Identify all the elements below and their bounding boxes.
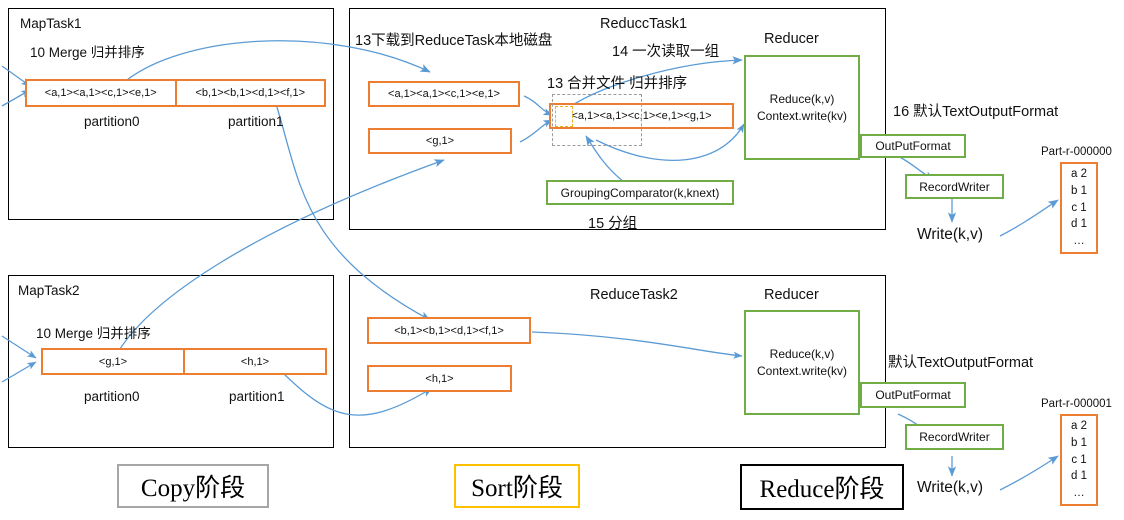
map-task-2-partition1-label: partition1 [229,389,285,404]
reduce-task-2-reducer-line2: Context.write(kv) [756,363,848,378]
reduce-task-2-part-file-box: a 2 b 1 c 1 d 1 … [1060,414,1098,506]
reduce-task-1-reducer-line1: Reduce(k,v) [769,92,835,107]
reduce-task-1-output-format-box: OutPutFormat [860,134,966,158]
map-task-2-partition1-value: <h,1> [240,355,270,368]
map-task-1-merge-label: 10 Merge 归并排序 [30,45,145,60]
reduce-task-1-part-file-box: a 2 b 1 c 1 d 1 … [1060,162,1098,254]
part-row: … [1073,487,1085,499]
reduce-task-1-reducer-line2: Context.write(kv) [756,108,848,123]
reduce-task-1-write-call: Write(k,v) [917,226,984,243]
part-row: d 1 [1071,470,1087,483]
reduce-task-2-title: ReduceTask2 [590,287,678,303]
map-task-1-partition1-label: partition1 [228,114,284,129]
part-row: d 1 [1071,218,1087,231]
reduce-task-1-title: ReduccTask1 [600,16,688,32]
part-row: a 2 [1071,420,1087,433]
reduce-task-2-output-format-box: OutPutFormat [860,382,966,408]
map-task-2-title: MapTask2 [18,283,80,298]
reduce-task-2-record-writer-box: RecordWriter [905,424,1004,450]
reduce-task-2-write-call: Write(k,v) [917,479,984,496]
reduce-task-1-input-1: <g,1> [368,128,512,154]
grouping-comparator-box: GroupingComparator(k,knext) [546,180,734,205]
stage-label-sort: Sort阶段 [454,464,580,508]
map-task-1-title: MapTask1 [20,16,82,31]
part-row: b 1 [1071,184,1087,197]
map-task-1-partition0-value: <a,1><a,1><c,1><e,1> [27,81,177,105]
reduce-task-1-read-group-label: 14 一次读取一组 [612,44,720,60]
part-row: a 2 [1071,168,1087,181]
part-row: b 1 [1071,436,1087,449]
reduce-task-1-record-writer-box: RecordWriter [905,174,1004,199]
stage-label-reduce: Reduce阶段 [740,464,904,510]
reduce-task-2-format-note: 默认TextOutputFormat [888,355,1034,371]
reduce-task-2-input-1: <h,1> [367,365,512,392]
reduce-task-2-reducer-box: Reduce(k,v) Context.write(kv) [744,310,860,415]
part-row: c 1 [1071,201,1087,214]
reduce-task-1-reducer-box: Reduce(k,v) Context.write(kv) [744,55,860,160]
reduce-task-2-container [349,275,886,448]
map-task-2-partition-row: <g,1> <h,1> [41,348,327,375]
reduce-task-1-download-label: 13下载到ReduceTask本地磁盘 [355,33,553,49]
reduce-task-2-reducer-line1: Reduce(k,v) [769,347,835,362]
reduce-task-1-merge-files-label: 13 合并文件 归并排序 [547,76,688,92]
map-task-1-partition0-label: partition0 [84,114,140,129]
map-task-1-partition-row: <a,1><a,1><c,1><e,1> <b,1><b,1><d,1><f,1… [25,79,326,107]
map-task-2-merge-label: 10 Merge 归并排序 [36,326,151,341]
stage-label-copy: Copy阶段 [117,464,269,508]
reduce-task-2-reducer-title: Reducer [764,287,819,303]
map-task-2-partition0-value: <g,1> [43,350,185,373]
map-task-1-partition1-value: <b,1><b,1><d,1><f,1> [195,87,306,99]
reduce-task-1-reducer-title: Reducer [764,31,819,47]
merge-current-key-dashed [555,106,573,127]
map-task-2-partition0-label: partition0 [84,389,140,404]
part-row: … [1073,235,1085,247]
reduce-task-1-part-file-name: Part-r-000000 [1041,146,1112,158]
reduce-task-1-format-note: 16 默认TextOutputFormat [893,104,1059,120]
reduce-task-2-part-file-name: Part-r-000001 [1041,398,1112,410]
map-task-1-container [8,8,334,220]
grouping-label: 15 分组 [588,216,638,232]
part-row: c 1 [1071,453,1087,466]
reduce-task-2-input-0: <b,1><b,1><d,1><f,1> [367,317,531,344]
reduce-task-1-input-0: <a,1><a,1><c,1><e,1> [368,81,520,107]
